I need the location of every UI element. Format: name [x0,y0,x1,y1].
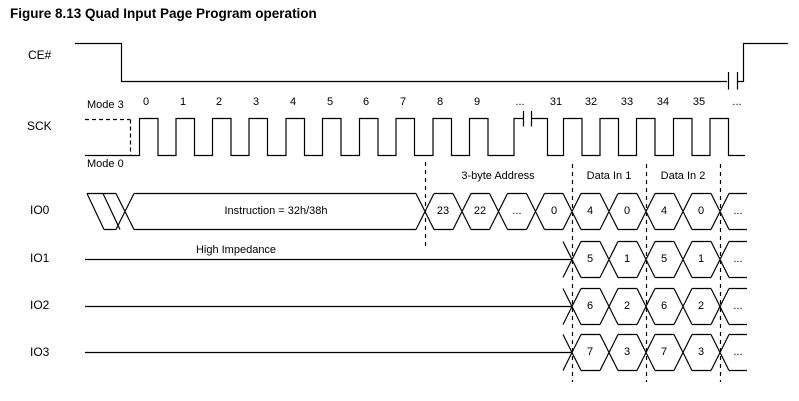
clock-ellipsis: ... [515,96,525,108]
hex-value: 6 [586,300,594,312]
clock-number: 5 [326,96,334,108]
high-impedance-label: High Impedance [195,244,277,256]
signal-label-ce: CE# [28,48,52,62]
clock-ellipsis: ... [732,96,742,108]
hex-value: 4 [586,205,594,217]
instruction-label: Instruction = 32h/38h [224,205,328,217]
clock-number: 8 [436,96,444,108]
hex-value: 1 [623,253,631,265]
hex-value: 1 [697,253,705,265]
hex-value: 0 [550,205,558,217]
hex-value: 7 [660,346,668,358]
hex-value: 0 [623,205,631,217]
mode3-label: Mode 3 [87,99,124,111]
hex-value: ... [733,300,743,312]
clock-number: 9 [473,96,481,108]
figure-title: Figure 8.13 Quad Input Page Program oper… [10,6,317,21]
mode0-label: Mode 0 [87,158,124,170]
hex-value: 5 [660,253,668,265]
phase-label-data-in-1: Data In 1 [586,170,632,182]
phase-label-address: 3-byte Address [461,170,535,182]
clock-number: 1 [179,96,187,108]
hex-value: ... [733,205,743,217]
signal-label-io2: IO2 [30,298,50,312]
clock-number: 2 [215,96,223,108]
hex-value: 4 [660,205,668,217]
clock-number: 7 [399,96,407,108]
hex-value: ... [512,205,522,217]
clock-number: 32 [584,96,598,108]
signal-label-io3: IO3 [30,345,50,359]
clock-number: 34 [656,96,670,108]
hex-value: 5 [586,253,594,265]
clock-number: 31 [549,96,563,108]
hex-value: 2 [697,300,705,312]
hex-value: 2 [623,300,631,312]
hex-value: 0 [697,205,705,217]
clock-number: 0 [142,96,150,108]
clock-number: 35 [692,96,706,108]
hex-value: ... [733,346,743,358]
clock-number: 4 [289,96,297,108]
clock-number: 3 [252,96,260,108]
hex-value: 23 [436,205,450,217]
hex-value: 22 [473,205,487,217]
signal-label-io0: IO0 [30,203,50,217]
phase-label-data-in-2: Data In 2 [660,170,706,182]
signal-label-io1: IO1 [30,251,50,265]
clock-number: 6 [362,96,370,108]
hex-value: 6 [660,300,668,312]
hex-value: 3 [623,346,631,358]
signal-label-sck: SCK [27,119,52,133]
hex-value: 7 [586,346,594,358]
hex-value: ... [733,253,743,265]
hex-value: 3 [697,346,705,358]
clock-number: 33 [620,96,634,108]
